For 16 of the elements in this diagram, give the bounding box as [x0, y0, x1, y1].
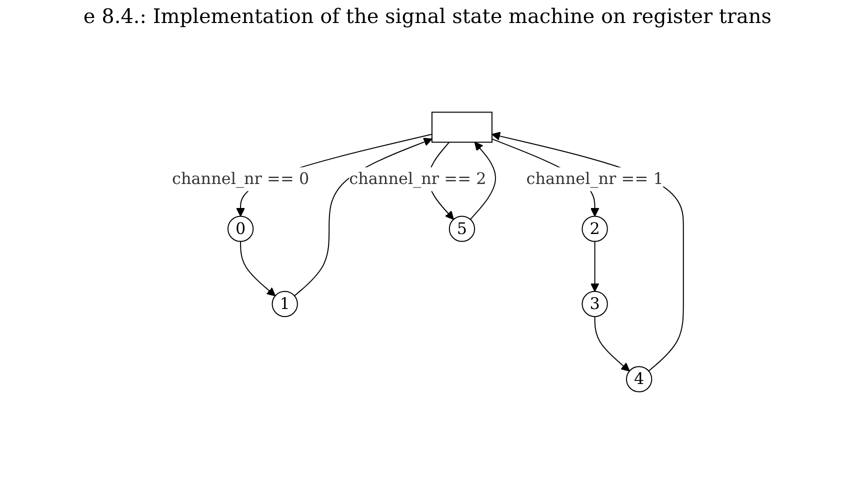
node-circle: 5	[448, 216, 475, 242]
node-circle: 4	[626, 366, 652, 392]
edge-label: channel_nr == 0	[172, 169, 309, 188]
arrow	[594, 316, 630, 372]
arrow	[240, 240, 276, 296]
node-circle: 2	[582, 216, 608, 242]
edge-label: channel_nr == 1	[526, 169, 664, 188]
node-circle: 0	[227, 216, 254, 242]
arrow	[590, 240, 600, 292]
arrow	[470, 142, 496, 220]
node-circle: 1	[272, 290, 298, 318]
edge-label: channel_nr == 2	[348, 169, 486, 188]
diagram-title: e 8.4.: Implementation of the signal state machine on register trans	[82, 4, 773, 28]
arrow	[294, 138, 432, 296]
node-box	[431, 112, 492, 143]
node-circle: 3	[582, 290, 608, 318]
